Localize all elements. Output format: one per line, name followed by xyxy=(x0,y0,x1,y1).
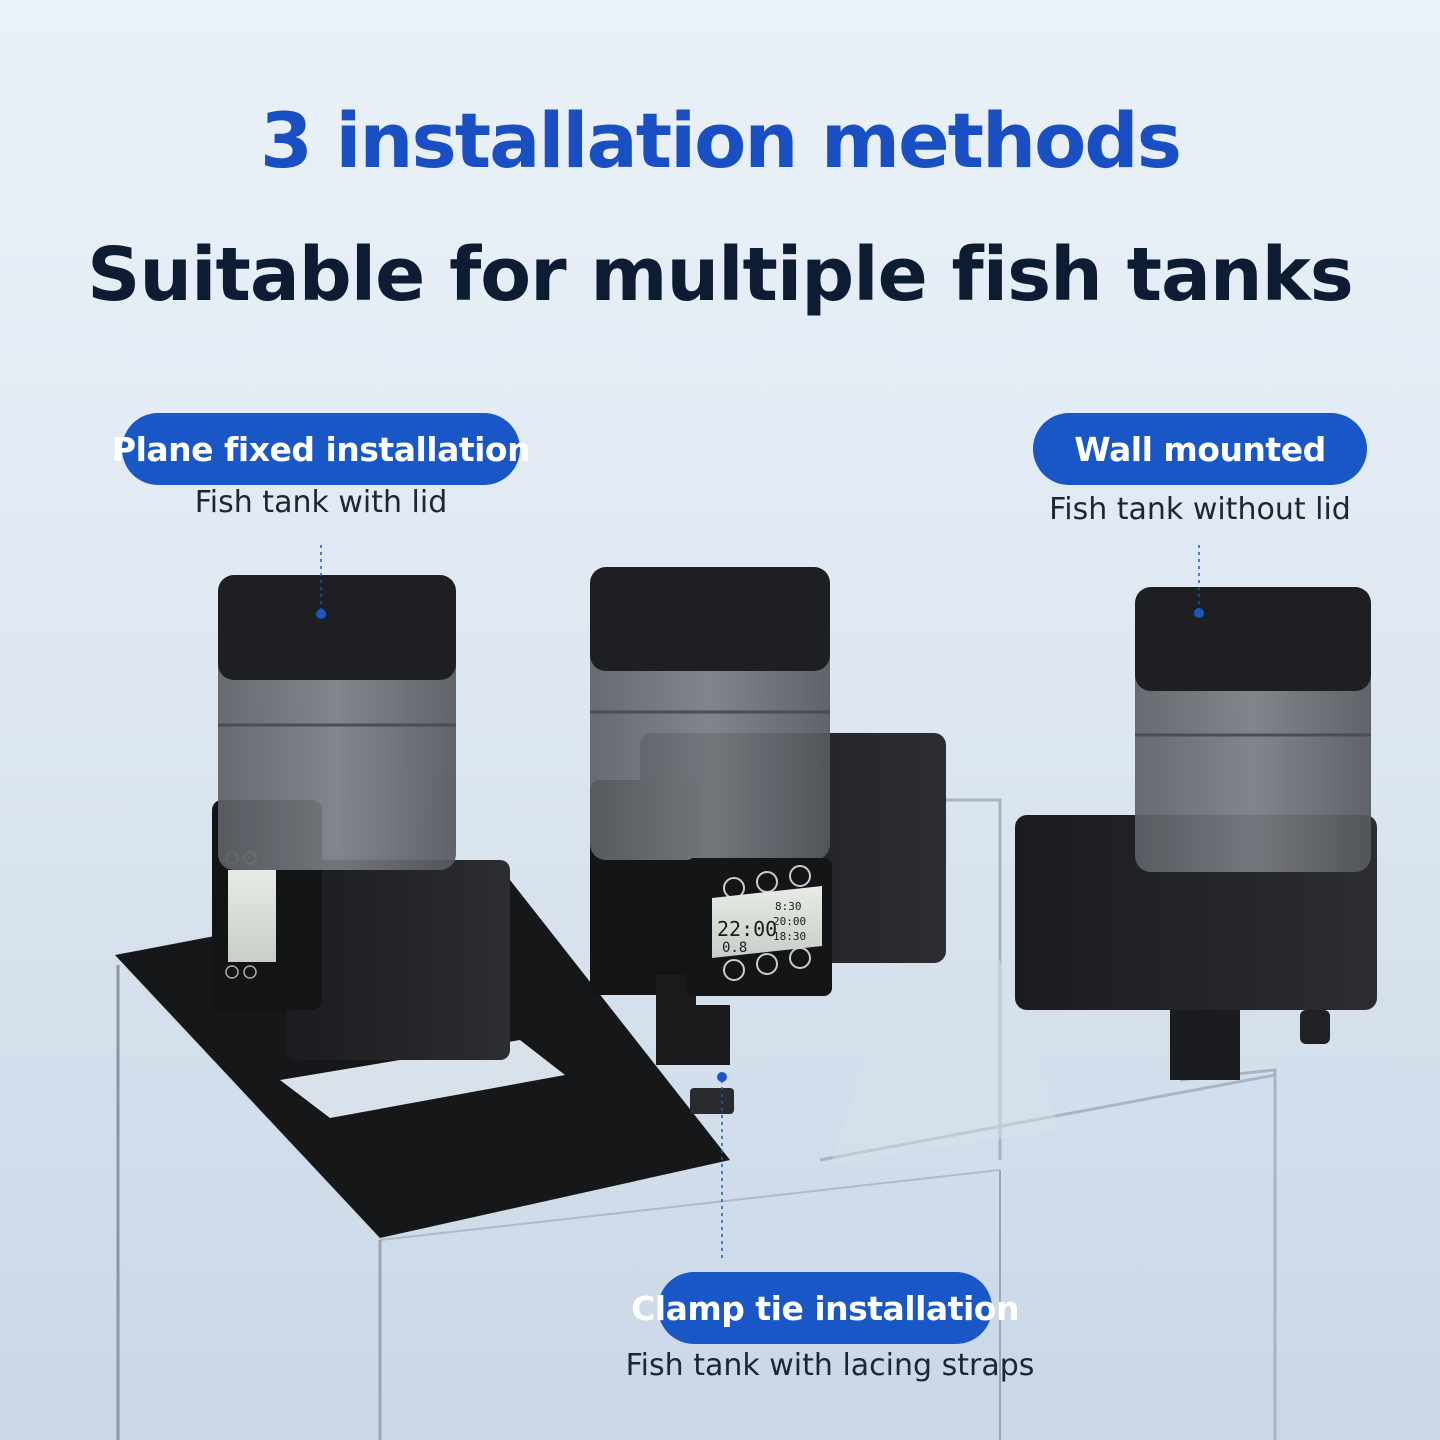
lcd-time-large: 22:00 xyxy=(717,917,777,941)
page-subtitle: Suitable for multiple fish tanks xyxy=(87,232,1354,318)
lcd-amount: 0.8 xyxy=(722,940,747,956)
label-plane-fixed: Plane fixed installation xyxy=(112,413,531,485)
caption-wall-mounted: Fish tank without lid xyxy=(1049,492,1351,527)
feeder-clamp: 22:00 0.8 8:30 20:00 18:30 xyxy=(590,567,946,1114)
caption-plane-fixed: Fish tank with lid xyxy=(194,485,448,520)
lcd-schedule-1: 8:30 xyxy=(775,900,802,913)
page-title: 3 installation methods xyxy=(260,96,1182,185)
lcd-screen xyxy=(712,886,822,958)
feeder-wall-mounted xyxy=(1015,587,1377,1080)
pointer-lines xyxy=(316,545,1204,1262)
caption-clamp-tie: Fish tank with lacing straps xyxy=(625,1348,1035,1383)
lcd-schedule-2: 20:00 xyxy=(773,915,806,928)
lcd-schedule-3: 18:30 xyxy=(773,930,806,943)
feeder-plane-fixed xyxy=(212,575,510,1060)
label-wall-mounted: Wall mounted xyxy=(1033,413,1367,485)
label-clamp-tie: Clamp tie installation xyxy=(631,1272,1019,1344)
